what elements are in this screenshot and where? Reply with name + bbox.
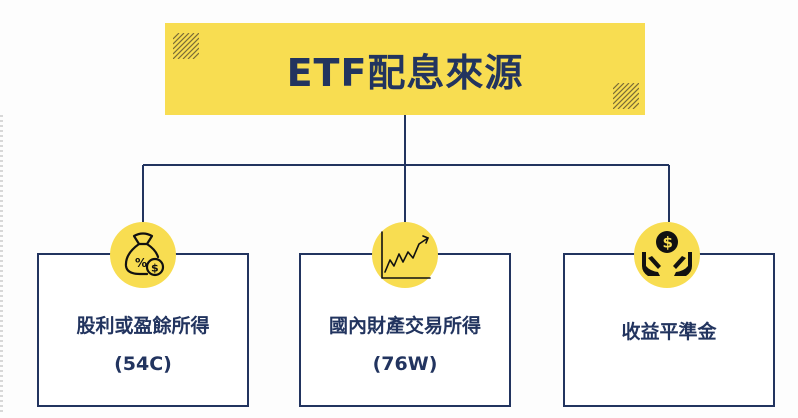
source-label-equalization: 收益平準金	[621, 321, 717, 343]
source-label-capital-gain: 國內財產交易所得	[328, 315, 481, 337]
line-chart-icon	[372, 222, 438, 288]
source-label-dividend: 股利或盈餘所得	[76, 315, 210, 337]
money-bag-icon: % $	[110, 222, 176, 288]
left-edge-dots	[0, 115, 3, 415]
svg-text:$: $	[151, 262, 159, 275]
hatch-decoration-top-left	[173, 33, 199, 59]
source-code-dividend: (54C)	[114, 353, 172, 375]
svg-text:%: %	[135, 256, 147, 270]
title-box: ETF配息來源	[165, 23, 645, 115]
svg-text:$: $	[663, 234, 673, 252]
hatch-decoration-bottom-right	[613, 83, 639, 109]
diagram-title: ETF配息來源	[286, 50, 524, 95]
source-code-capital-gain: (76W)	[372, 353, 438, 375]
hands-coin-icon: $	[634, 222, 700, 288]
